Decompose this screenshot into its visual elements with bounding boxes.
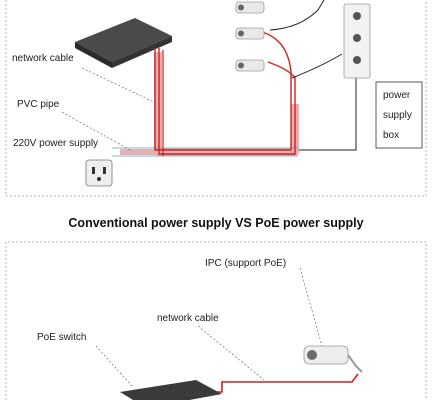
leader-network-cable-bottom [197,325,265,381]
power-cable-camera-1 [291,53,343,79]
camera-top-3 [235,59,265,72]
ipc-camera [303,345,363,373]
network-cables [154,31,296,156]
leader-poe-switch [95,345,133,387]
wall-socket [85,159,113,187]
power-supply-box-shape [343,3,371,79]
label-network-cable-top: network cable [12,53,74,64]
power-cable-camera-2 [269,0,325,31]
label-pvc-pipe: PVC pipe [17,99,60,110]
bottom-panel-border [5,241,427,400]
label-power-supply-box-2: supply [383,110,412,121]
camera-top-1 [235,1,265,14]
pvc-pipe [112,52,299,157]
leader-network-cable-top [81,67,159,105]
label-power-supply-box-1: power [383,90,411,101]
label-ipc: IPC (support PoE) [205,258,287,269]
power-cable-box [299,72,357,151]
poe-switch-shape [120,380,222,400]
top-panel-border [5,0,427,197]
leader-pvc-pipe [61,111,131,151]
network-switch [75,18,172,68]
power-supply-box-label-frame [375,81,423,149]
label-power-supply-box-3: box [383,130,400,141]
diagram-title: Conventional power supply VS PoE power s… [68,216,364,230]
camera-top-2 [235,27,265,40]
label-network-cable-bottom: network cable [157,313,219,324]
label-220v-power-supply: 220V power supply [13,138,99,149]
leader-ipc [299,267,323,347]
label-poe-switch: PoE switch [37,332,87,343]
